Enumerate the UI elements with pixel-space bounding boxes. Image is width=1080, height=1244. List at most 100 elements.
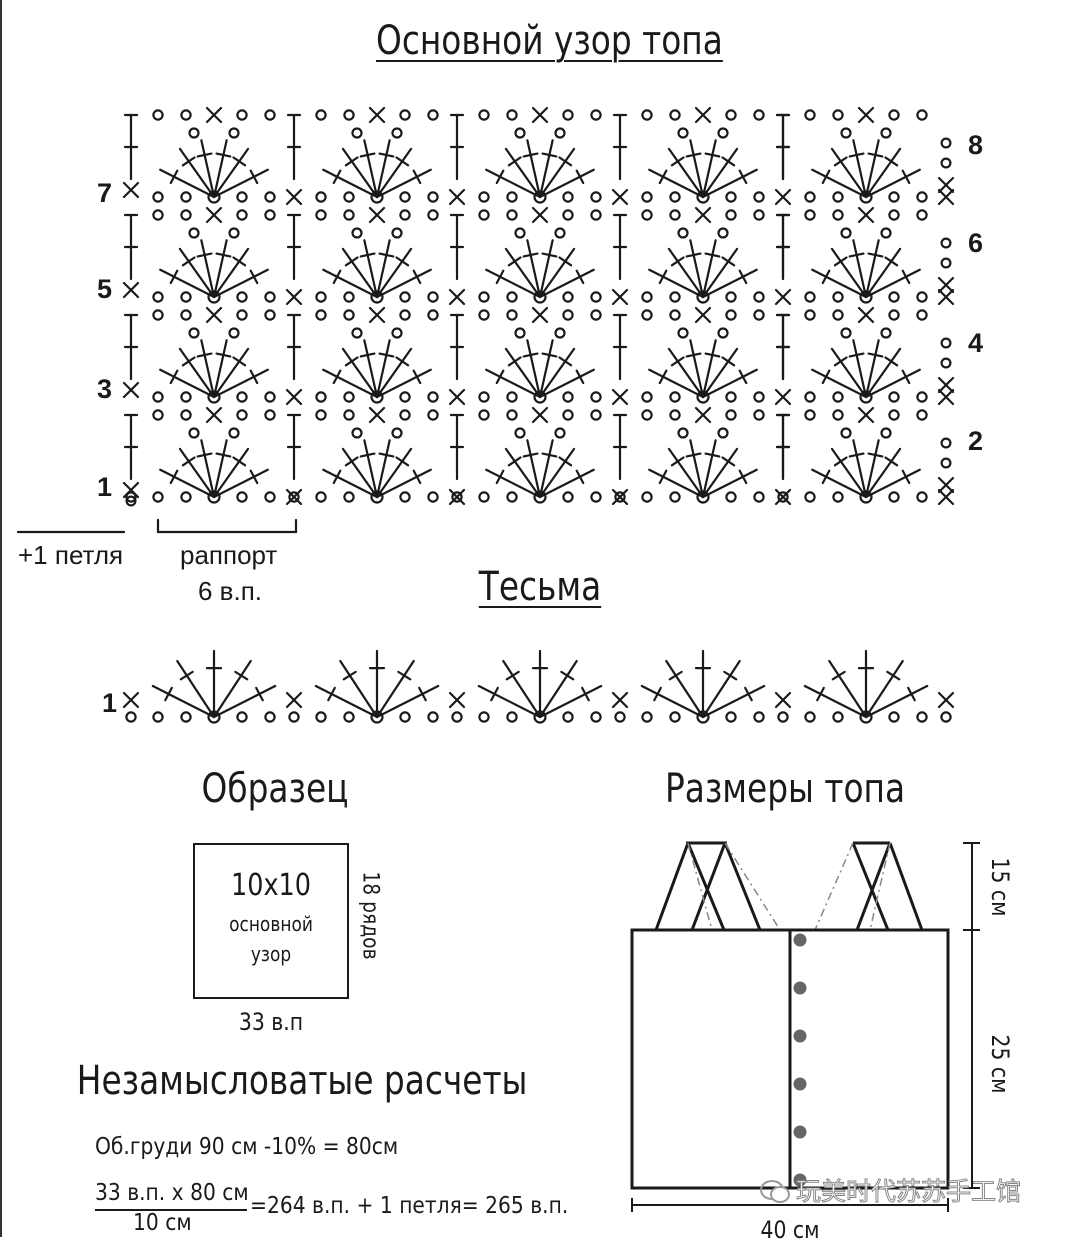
calc-fraction-bar [95, 1209, 247, 1211]
single-crochet [937, 476, 955, 494]
chain-stitch [370, 490, 384, 504]
chain-stitch [180, 391, 192, 403]
chain-stitch [236, 309, 248, 321]
chain-stitch [888, 109, 900, 121]
single-crochet [205, 106, 223, 124]
chain-stitch [725, 391, 737, 403]
chain-stitch [590, 109, 602, 121]
chain-stitch [614, 491, 626, 503]
chain-stitch [315, 191, 327, 203]
chain-stitch [506, 209, 518, 221]
chain-stitch [669, 291, 681, 303]
single-crochet [531, 206, 549, 224]
chain-stitch [641, 391, 653, 403]
chain-stitch [888, 309, 900, 321]
chain-stitch [399, 209, 411, 221]
extra-loop-label: +1 петля [18, 540, 124, 570]
left-strap-back [685, 841, 763, 932]
single-crochet [937, 276, 955, 294]
shell-fan [648, 339, 758, 399]
chain-stitch [152, 391, 164, 403]
chain-stitch [888, 409, 900, 421]
chain-stitch [562, 109, 574, 121]
chain-stitch [315, 209, 327, 221]
chain-stitch [506, 409, 518, 421]
double-crochet [123, 313, 139, 381]
chain-stitch [641, 409, 653, 421]
main-pattern-title: Основной узор топа [376, 18, 723, 64]
chain-stitch [180, 291, 192, 303]
chain-stitch [717, 427, 729, 439]
chain-stitch [343, 291, 355, 303]
chain-stitch [478, 309, 490, 321]
shell-fan [322, 139, 432, 199]
shell-fan [322, 239, 432, 299]
chain-stitch [478, 391, 490, 403]
shell-fan [314, 649, 440, 719]
chain-stitch [478, 711, 490, 723]
single-crochet [122, 481, 140, 499]
chain-stitch [859, 490, 873, 504]
double-crochet [775, 413, 791, 481]
chain-stitch [264, 711, 276, 723]
double-crochet [449, 113, 465, 181]
repeat-bracket [156, 518, 298, 534]
single-crochet [694, 106, 712, 124]
chain-stitch [236, 109, 248, 121]
single-crochet [448, 288, 466, 306]
chain-stitch [832, 191, 844, 203]
shell-fan [811, 439, 921, 499]
chain-stitch [916, 209, 928, 221]
chain-stitch [399, 711, 411, 723]
single-crochet [531, 306, 549, 324]
chain-stitch [804, 109, 816, 121]
single-crochet [611, 288, 629, 306]
sample-line2: узор [250, 942, 292, 966]
chain-stitch [832, 309, 844, 321]
single-crochet [774, 188, 792, 206]
chain-stitch [832, 291, 844, 303]
chain-stitch [152, 711, 164, 723]
single-crochet [694, 406, 712, 424]
chain-stitch [180, 209, 192, 221]
single-crochet [285, 188, 303, 206]
double-crochet [612, 313, 628, 381]
chain-stitch [343, 209, 355, 221]
chain-stitch [370, 390, 384, 404]
chain-stitch [940, 711, 952, 723]
chain-stitch [264, 491, 276, 503]
chain-stitch [753, 409, 765, 421]
chain-stitch [562, 291, 574, 303]
chain-stitch [888, 191, 900, 203]
chain-stitch [669, 391, 681, 403]
chain-stitch [717, 227, 729, 239]
shell-fan [640, 649, 766, 719]
chain-stitch [753, 109, 765, 121]
chain-stitch [427, 391, 439, 403]
chain-stitch [940, 137, 952, 149]
chain-stitch [554, 227, 566, 239]
row-label-right-1: 8 [968, 130, 984, 160]
row-label-right-2: 6 [968, 228, 984, 258]
chain-stitch [180, 109, 192, 121]
chain-stitch [840, 227, 852, 239]
shell-fan [803, 649, 929, 719]
chain-stitch [725, 711, 737, 723]
chain-stitch [669, 309, 681, 321]
chain-stitch [777, 491, 789, 503]
chain-stitch [804, 491, 816, 503]
chain-stitch [590, 191, 602, 203]
chain-stitch [478, 209, 490, 221]
chain-stitch [590, 711, 602, 723]
chain-stitch [427, 209, 439, 221]
sample-swatch [193, 843, 349, 999]
chain-stitch [753, 291, 765, 303]
chain-stitch [506, 109, 518, 121]
chain-stitch [478, 191, 490, 203]
calc-result: =264 в.п. + 1 петля= 265 в.п. [250, 1193, 569, 1219]
chain-stitch [677, 227, 689, 239]
shell-fan [477, 649, 603, 719]
chain-stitch [677, 127, 689, 139]
chain-stitch [669, 209, 681, 221]
chain-stitch [451, 711, 463, 723]
